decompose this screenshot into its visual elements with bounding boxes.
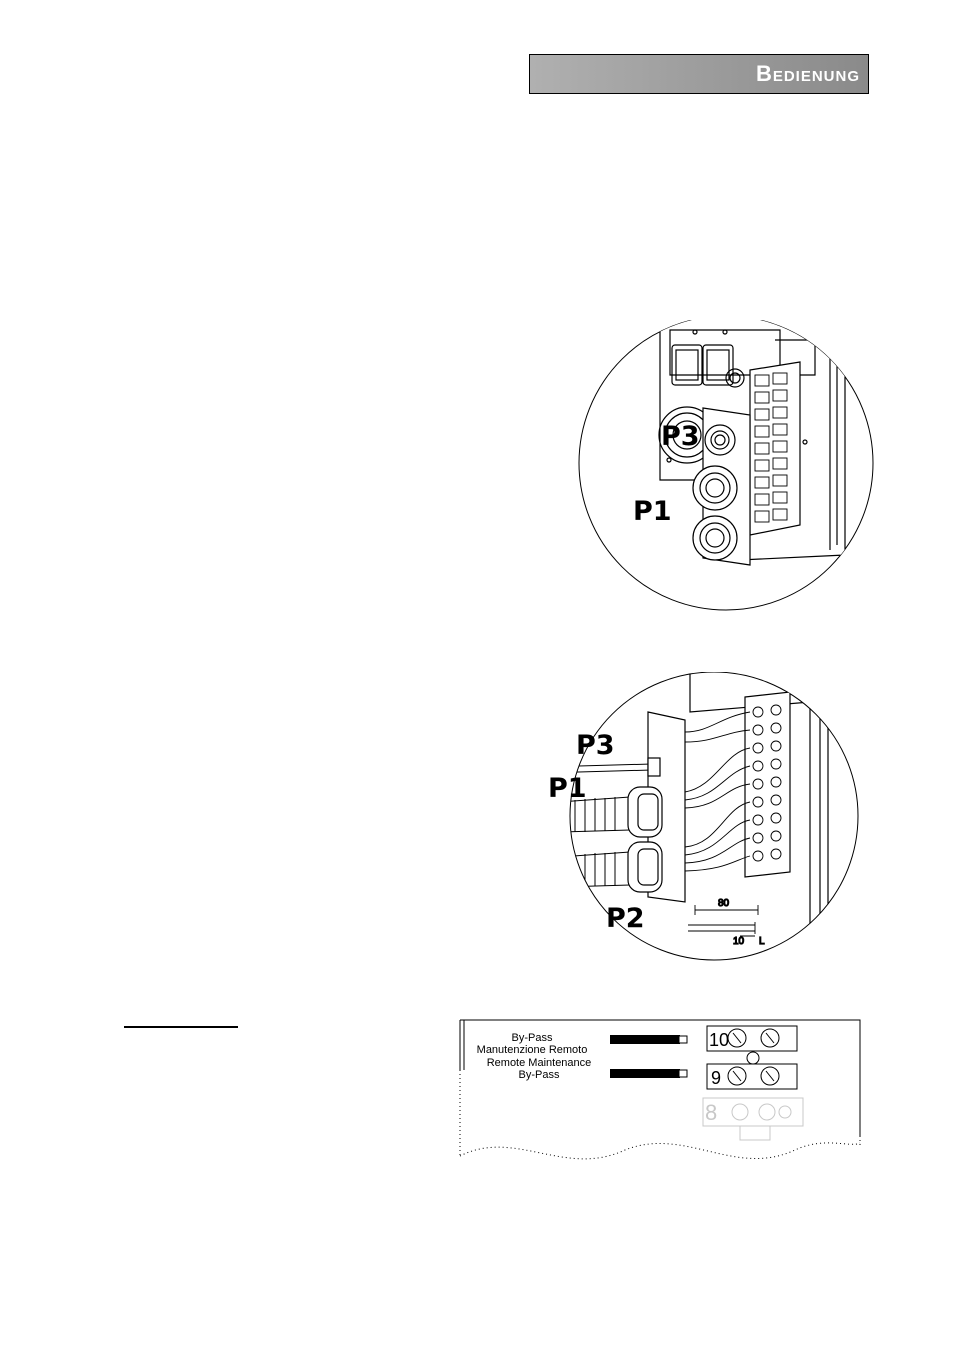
figure-rear-panel-closeup: P3 P1 xyxy=(575,320,875,615)
section-title: Bedienung xyxy=(755,61,860,86)
section-header: Bedienung xyxy=(529,54,869,94)
callout-p1: P1 xyxy=(548,773,587,804)
callout-p2: P2 xyxy=(606,903,645,934)
callout-p3: P3 xyxy=(576,730,615,761)
callout-p3: P3 xyxy=(661,421,700,452)
label-line: By-Pass xyxy=(518,1069,560,1081)
figure-bypass-terminals: 10 9 8 By-Pass Manutenzione Remoto Remot… xyxy=(455,1018,865,1178)
label-line: By-Pass xyxy=(511,1032,553,1044)
terminal-number-9: 9 xyxy=(711,1068,721,1088)
dimension-length: 80 xyxy=(718,898,730,909)
dimension-strip: 10 xyxy=(733,936,745,947)
callout-p1: P1 xyxy=(633,496,672,527)
dimension-mark: L xyxy=(759,936,765,947)
figure-cable-wiring: 80 10 L P3 P1 P2 xyxy=(540,672,865,967)
terminal-label-english: Remote Maintenance By-Pass xyxy=(479,1057,599,1081)
section-underline xyxy=(124,1026,238,1028)
terminal-label-italian: By-Pass Manutenzione Remoto xyxy=(467,1032,597,1056)
label-line: Remote Maintenance xyxy=(486,1057,592,1069)
terminal-number-10: 10 xyxy=(709,1030,729,1050)
label-line: Manutenzione Remoto xyxy=(476,1044,588,1056)
terminal-number-8: 8 xyxy=(705,1100,717,1125)
